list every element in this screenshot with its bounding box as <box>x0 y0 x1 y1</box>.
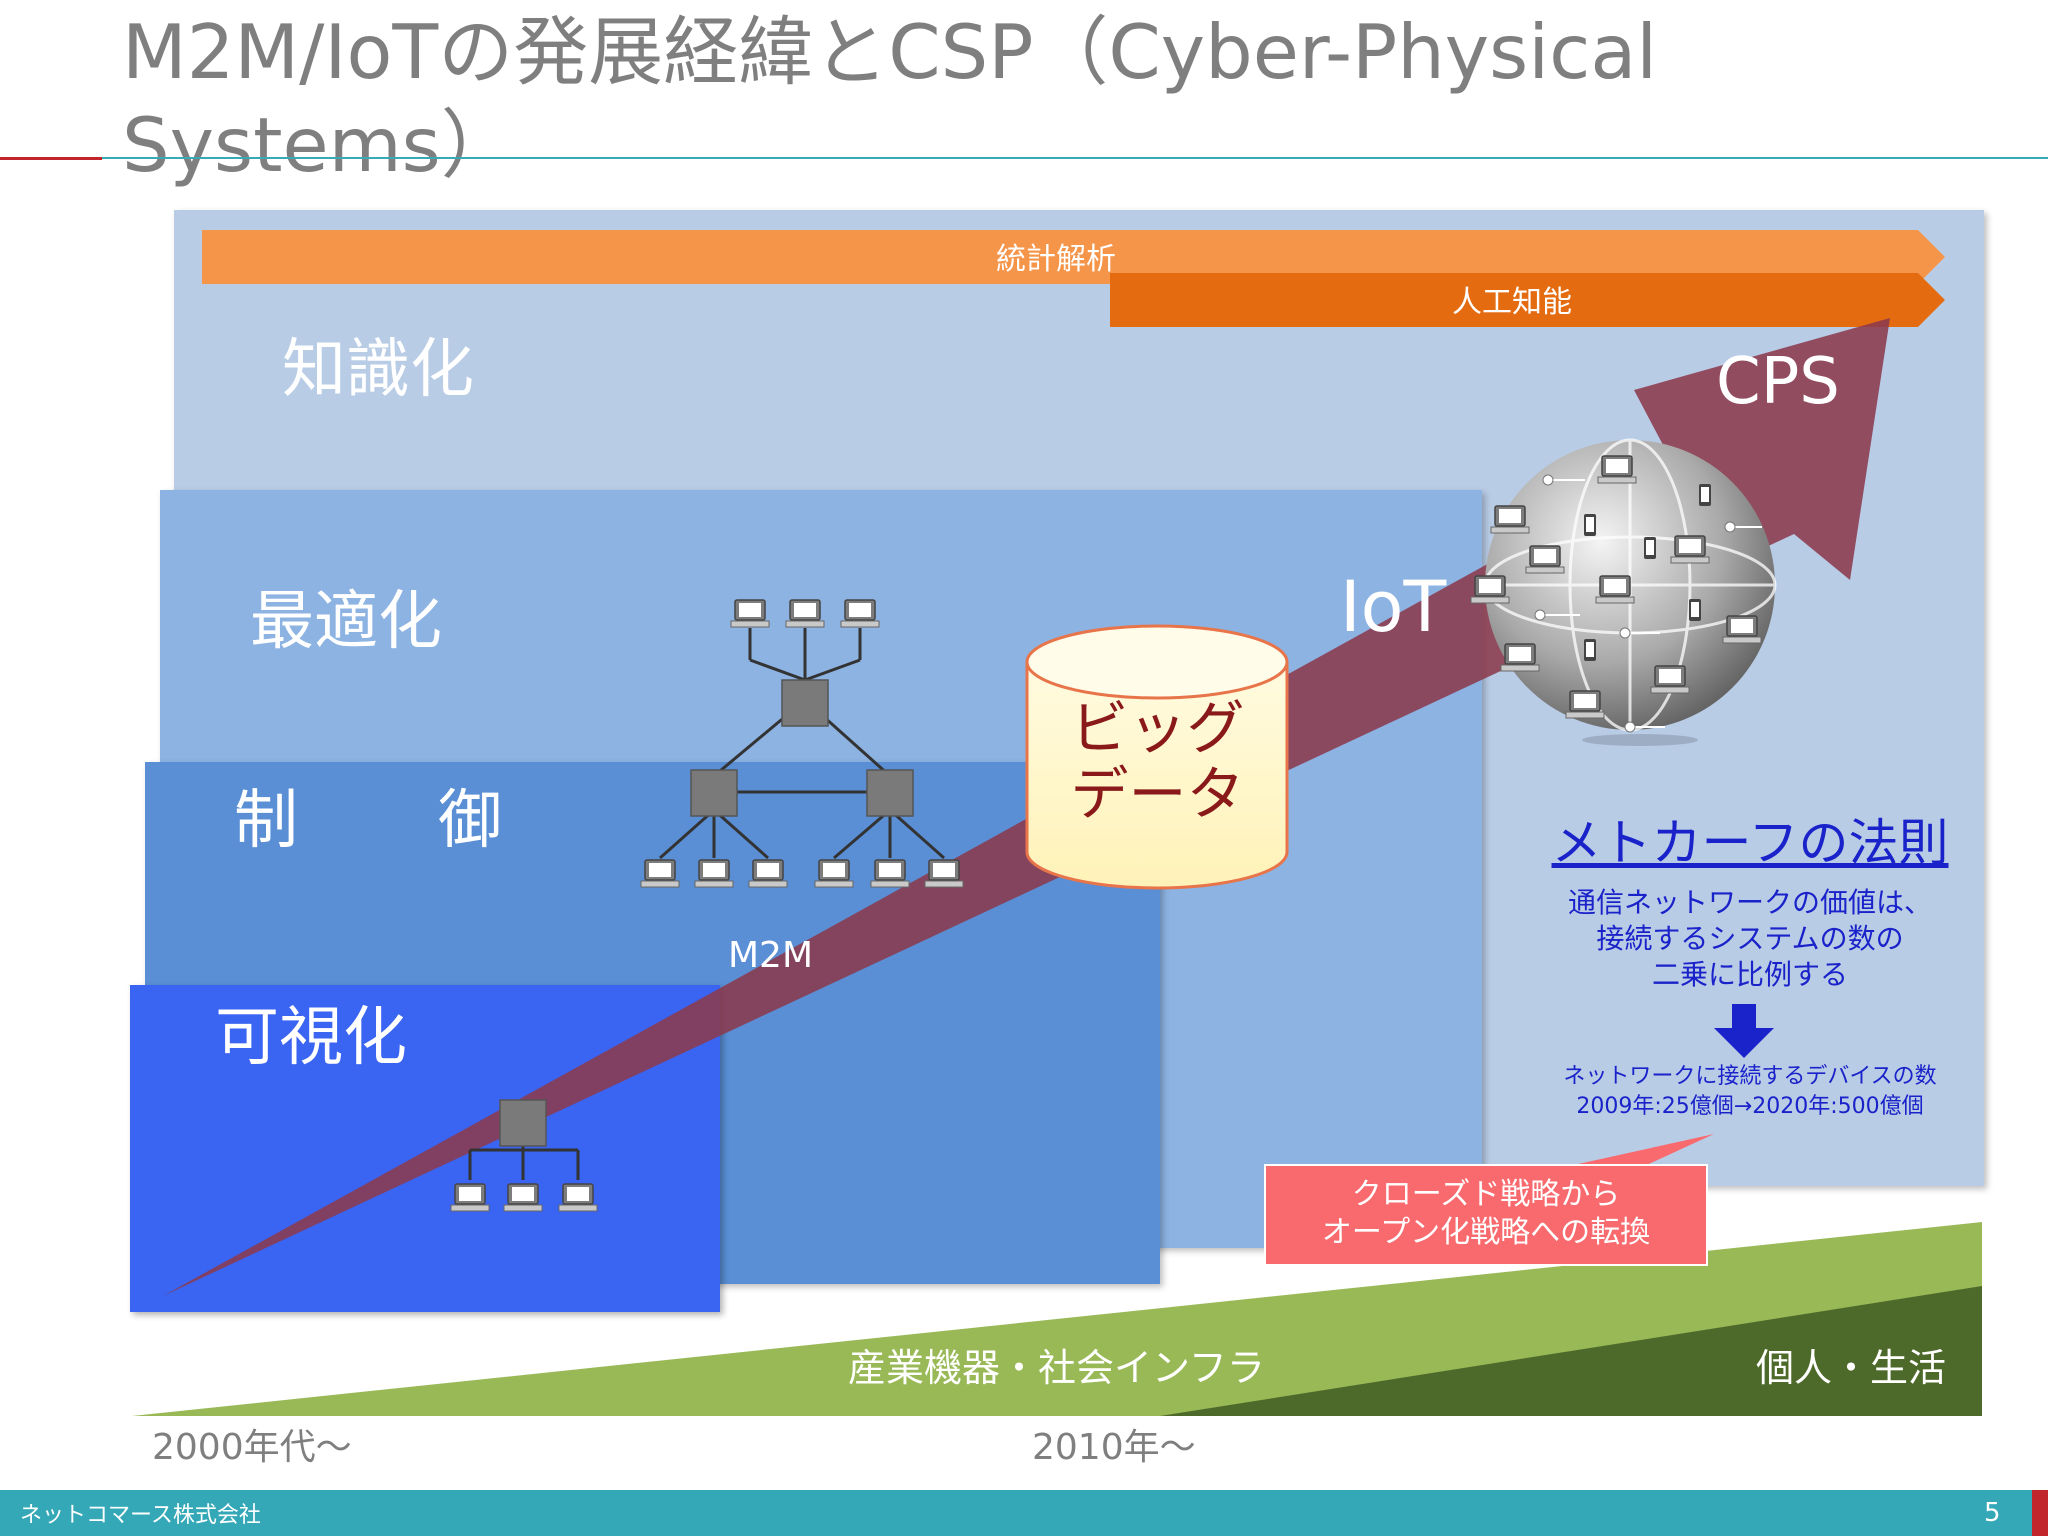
visualization-band <box>130 985 720 1312</box>
footer-bar <box>0 1490 2048 1536</box>
big-data-cylinder-icon <box>1025 624 1289 890</box>
timeline-start: 2000年代～ <box>152 1427 352 1468</box>
device-count-note: ネットワークに接続するデバイスの数 2009年:25億個→2020年:500億個 <box>1490 1062 2010 1122</box>
metcalfe-line-2: 接続するシステムの数の <box>1596 922 1904 955</box>
callout-line-2: オープン化戦略への転換 <box>1321 1215 1651 1250</box>
device-count-line-2: 2009年:25億個→2020年:500億個 <box>1576 1094 1924 1119</box>
metcalfe-line-1: 通信ネットワークの価値は、 <box>1567 886 1932 919</box>
metcalfe-law-description: 通信ネットワークの価値は、 接続するシステムの数の 二乗に比例する <box>1490 885 2010 993</box>
statistics-bar <box>202 230 1945 284</box>
page-number: 5 <box>1984 1498 2001 1528</box>
strategy-callout-text: クローズド戦略から オープン化戦略への転換 <box>1266 1176 1706 1252</box>
cps-label: CPS <box>1716 345 1840 419</box>
ai-label: 人工知能 <box>1452 285 1572 320</box>
title-rule-teal <box>102 157 2048 159</box>
timeline-mid: 2010年～ <box>1032 1427 1196 1468</box>
control-label: 制 御 <box>234 784 540 858</box>
title-rule-red <box>0 157 102 160</box>
optimization-label: 最適化 <box>250 585 442 659</box>
growth-arrow <box>163 318 1890 1296</box>
ai-bar <box>1110 273 1945 327</box>
m2m-network-icon <box>659 628 945 860</box>
personal-wedge <box>1160 1286 1982 1416</box>
m2m-label: M2M <box>728 935 814 976</box>
iot-globe-icon <box>1470 438 1777 746</box>
iot-label: IoT <box>1340 566 1447 648</box>
device-count-line-1: ネットワークに接続するデバイスの数 <box>1563 1064 1937 1089</box>
down-arrow-icon <box>1714 1004 1774 1058</box>
callout-line-1: クローズド戦略から <box>1351 1177 1621 1212</box>
metcalfe-law-link[interactable]: メトカーフの法則 <box>1551 814 1949 872</box>
personal-label: 個人・生活 <box>1756 1346 1947 1390</box>
industrial-label: 産業機器・社会インフラ <box>848 1346 1265 1390</box>
strategy-callout-shape <box>1264 1134 1714 1266</box>
company-name: ネットコマース株式会社 <box>20 1503 261 1528</box>
big-data-label: ビッグ データ <box>1030 695 1285 827</box>
visualization-label: 可視化 <box>215 1001 407 1075</box>
footer-accent <box>2032 1490 2048 1536</box>
statistics-label: 統計解析 <box>996 242 1116 277</box>
slide-title: M2M/IoTの発展経緯とCSP（Cyber-Physical Systems） <box>122 8 1658 189</box>
big-data-line-2: データ <box>1070 760 1245 828</box>
metcalfe-line-3: 二乗に比例する <box>1651 958 1848 991</box>
knowledge-label: 知識化 <box>282 333 474 407</box>
big-data-line-1: ビッグ <box>1070 694 1245 762</box>
